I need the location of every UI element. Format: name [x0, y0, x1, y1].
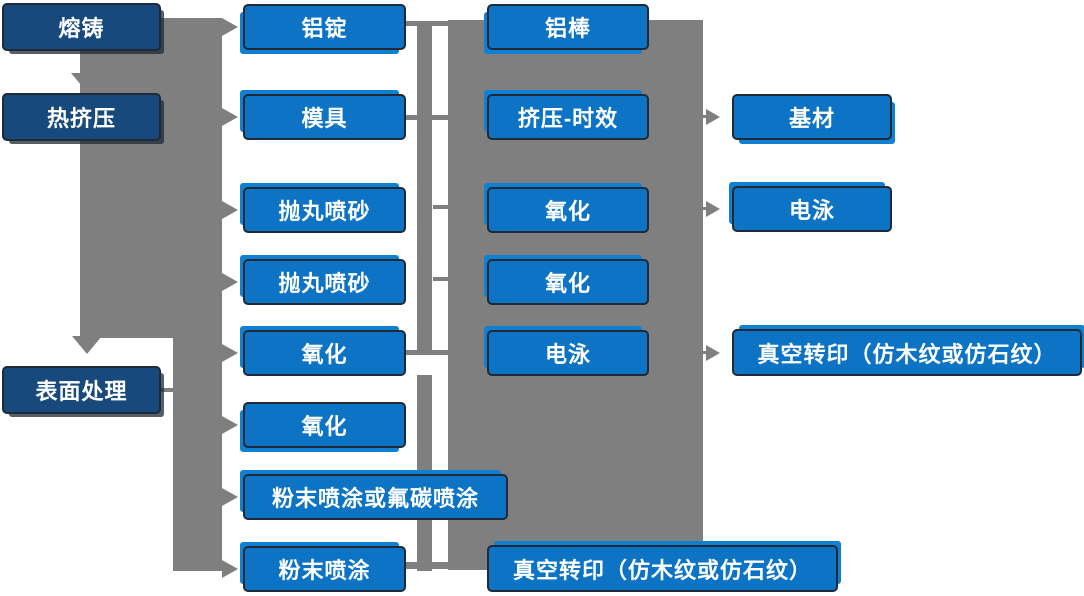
arrow-to-base-material-icon [706, 109, 720, 125]
arrow-to-oxidation-2-icon [222, 416, 238, 434]
connector-stub-oxidation-electrophoresis [406, 350, 448, 355]
node-aluminum-rod: 铝棒 [487, 4, 649, 50]
connector-left-trunk-lower [173, 338, 222, 571]
node-aluminum-ingot: 铝锭 [243, 4, 406, 50]
node-oxidation-2: 氧化 [243, 402, 406, 448]
arrow-to-powder-or-fluorocarbon-icon [222, 488, 238, 506]
node-extrusion-aging: 挤压-时效 [487, 94, 649, 140]
arrow-to-vacuum-transfer-2-icon [706, 345, 720, 361]
node-base-material: 基材 [732, 94, 892, 140]
node-electrophoresis-1: 电泳 [487, 330, 649, 376]
arrow-to-electrophoresis-2-icon [706, 201, 720, 217]
node-oxidation-1: 氧化 [243, 330, 406, 376]
connector-mid-bar-upper [417, 22, 432, 355]
node-vacuum-transfer-1: 真空转印（仿木纹或仿石纹） [487, 545, 838, 592]
connector-stub-ingot-rod [406, 21, 448, 26]
arrow-to-shot-blasting-1-icon [222, 201, 238, 219]
node-powder-coating: 粉末喷涂 [243, 546, 406, 592]
connector-stub-blasting1-oxidation [433, 205, 448, 209]
node-vacuum-transfer-2: 真空转印（仿木纹或仿石纹） [732, 329, 1082, 376]
connector-stub-powder-vacuum [406, 562, 448, 569]
arrow-to-powder-coating-icon [222, 560, 238, 578]
node-hot-extrusion: 热挤压 [2, 93, 161, 141]
node-shot-blasting-2: 抛丸喷砂 [243, 259, 406, 305]
arrow-to-aluminum-ingot-icon [222, 18, 238, 36]
connector-surface-treatment-line [160, 388, 176, 392]
connector-stub-mold-extrusion [406, 115, 448, 120]
node-powder-or-fluorocarbon-coating: 粉末喷涂或氟碳喷涂 [243, 474, 508, 520]
node-oxidation-3: 氧化 [487, 187, 649, 233]
arrow-down-to-surface-treatment-icon [72, 336, 102, 354]
arrow-to-shot-blasting-2-icon [222, 273, 238, 291]
connector-mid-bar-lower [417, 375, 432, 571]
node-electrophoresis-2: 电泳 [732, 186, 892, 232]
node-surface-treatment: 表面处理 [2, 366, 161, 414]
arrow-to-oxidation-1-icon [222, 344, 238, 362]
node-mold: 模具 [243, 94, 406, 140]
connector-stub-blasting2-oxidation [433, 277, 448, 281]
connector-left-trunk-upper [80, 18, 222, 338]
arrow-to-mold-icon [222, 108, 238, 126]
node-shot-blasting-1: 抛丸喷砂 [243, 187, 406, 233]
node-melting: 熔铸 [2, 3, 161, 51]
node-oxidation-4: 氧化 [487, 259, 649, 305]
arrow-down-melting-to-hot-extrusion-icon [71, 73, 101, 91]
